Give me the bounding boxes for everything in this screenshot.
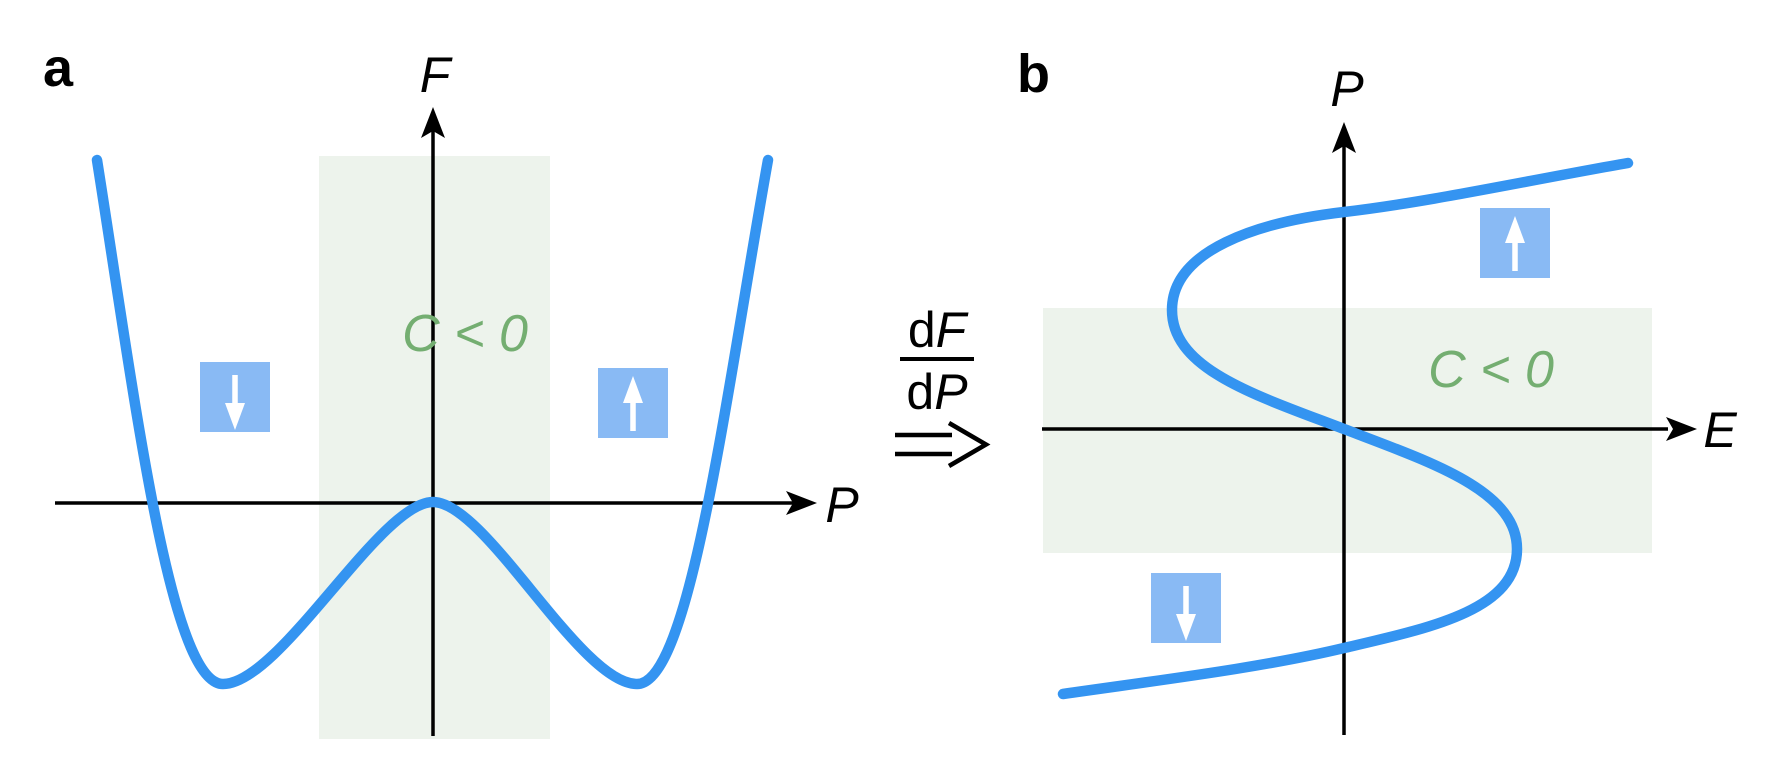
spin-up-icon bbox=[1505, 216, 1525, 271]
spin-down-icon bbox=[225, 375, 245, 430]
x-axis-label-a: P bbox=[825, 477, 859, 533]
panel-a: C < 0 a F P bbox=[43, 38, 859, 739]
y-axis-label-b: P bbox=[1330, 61, 1364, 117]
x-axis-arrowhead-b bbox=[1666, 417, 1697, 441]
y-axis-arrowhead-a bbox=[421, 107, 445, 138]
free-energy-curve bbox=[91, 154, 774, 690]
spin-down-icon bbox=[1176, 586, 1196, 641]
spin-up-badge-b bbox=[1480, 208, 1550, 278]
polarization-curve bbox=[1057, 157, 1634, 700]
spin-up-badge-a bbox=[598, 368, 668, 438]
fraction-numerator: dF bbox=[908, 302, 969, 358]
spin-down-badge-a bbox=[200, 362, 270, 432]
y-axis-arrowhead-b bbox=[1332, 122, 1356, 153]
derivative-transform: dF dP bbox=[895, 302, 991, 468]
fraction-denominator: dP bbox=[906, 364, 968, 420]
spin-down-badge-b bbox=[1151, 573, 1221, 643]
region-label-a: C < 0 bbox=[402, 305, 528, 363]
x-axis-label-b: E bbox=[1703, 402, 1737, 458]
panel-label-a: a bbox=[43, 38, 74, 98]
y-axis-label-a: F bbox=[420, 47, 453, 103]
implies-arrow-icon bbox=[895, 421, 991, 468]
spin-up-icon bbox=[623, 376, 643, 431]
panel-b: C < 0 b P E bbox=[1017, 44, 1737, 735]
panel-label-b: b bbox=[1017, 44, 1050, 104]
x-axis-arrowhead-a bbox=[786, 491, 817, 515]
region-label-b: C < 0 bbox=[1428, 341, 1554, 399]
